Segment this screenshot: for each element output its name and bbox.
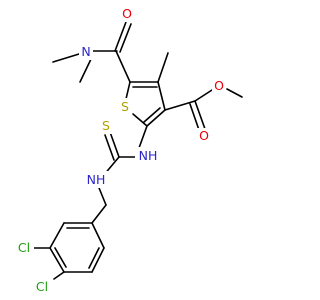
- atom-bg-s-thiourea: [99, 118, 113, 134]
- bond-methyl1-n: [52, 53, 80, 63]
- bond-thiocarbonyl-s-double: [104, 134, 115, 161]
- atom-bg-cl-para: [32, 279, 52, 295]
- bond-c3-c2: [146, 109, 166, 127]
- bond-ar5-ar6: [49, 222, 65, 249]
- atom-bg-o-ester: [212, 78, 226, 94]
- atom-bg-nh-amine: [135, 147, 161, 164]
- bond-ar4-ar5-double: [54, 247, 67, 268]
- bond-carbonyl-o: [114, 21, 127, 52]
- bond-methyl2-n: [79, 56, 93, 83]
- atom-s-ring: S: [121, 99, 129, 114]
- bond-ar2-ar3: [91, 247, 105, 273]
- atom-s-thiourea: S: [102, 118, 110, 133]
- bond-ester-carbonyl-o-double: [189, 103, 200, 131]
- structure-canvas: O N S NH O O S NH Cl Cl: [14, 6, 243, 295]
- bond-c3-ester-carbon: [164, 100, 196, 111]
- bond-c3-c2-double: [143, 107, 161, 123]
- atom-cl-meta: Cl: [18, 240, 30, 255]
- bond-carbonyl-c5: [115, 50, 131, 83]
- bond-c2-nh: [138, 125, 148, 149]
- atom-n-dimethyl: N: [81, 44, 90, 59]
- bond-c4-methyl: [157, 52, 169, 83]
- bond-ar4-ar5: [49, 247, 65, 273]
- atom-bg-nh-thiourea: [83, 171, 109, 188]
- atom-labels: O N S NH O O S NH Cl Cl: [14, 6, 226, 295]
- atom-bg-n-dimethyl: [79, 44, 93, 60]
- atom-nh-amine: NH: [139, 148, 158, 163]
- bond-ester-carbon-o: [194, 89, 213, 102]
- bond-c2-s: [132, 113, 148, 127]
- atom-bg-o-ester-carbonyl: [197, 128, 211, 144]
- atom-bg-s-ring: [118, 98, 132, 116]
- bond-ar2-ar3-double: [88, 247, 100, 269]
- atom-cl-para: Cl: [36, 279, 48, 294]
- bond-ch2-ring: [91, 204, 107, 224]
- molecule-diagram: O N S NH O O S NH Cl Cl: [14, 6, 243, 295]
- atom-o-ester-carbonyl: O: [199, 128, 209, 143]
- bonds: [32, 21, 243, 280]
- atom-o-ester: O: [214, 78, 224, 93]
- atom-bg-cl-meta: [14, 240, 34, 256]
- bond-s-c5: [125, 81, 131, 100]
- bond-ester-o-methyl: [226, 88, 243, 98]
- bond-ar4-cl: [53, 271, 65, 280]
- bond-carbonyl-o-double: [119, 23, 132, 53]
- bond-ar1-ar2: [91, 222, 105, 249]
- bond-ester-carbonyl-o: [194, 100, 206, 130]
- atom-nh-thiourea: NH: [87, 172, 106, 187]
- atom-o-amide: O: [122, 6, 132, 21]
- bond-thiocarbonyl-s: [109, 131, 120, 158]
- atom-bg-o-amide: [120, 6, 134, 22]
- bond-c4-c3: [157, 81, 166, 111]
